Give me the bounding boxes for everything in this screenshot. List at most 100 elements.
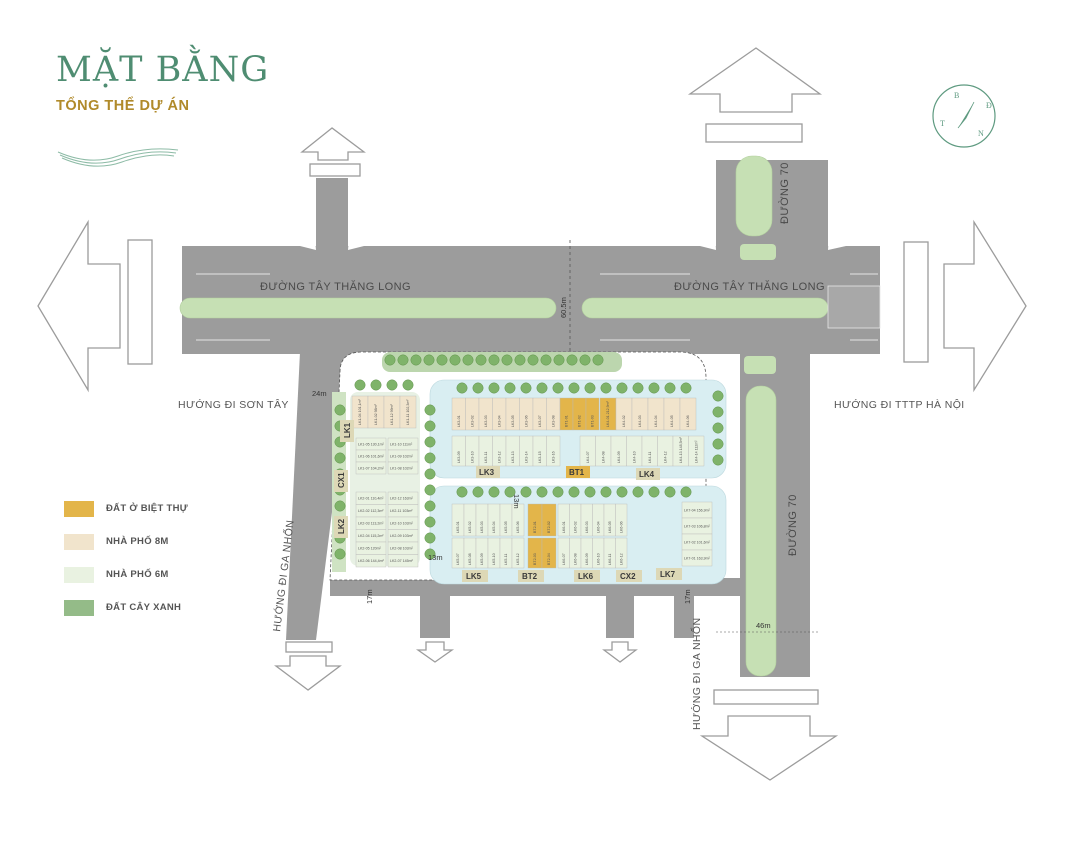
tree [488,486,500,498]
lot-lk4-14-label: LK4-14 112m² [694,440,698,463]
block-label-lk2: LK2 [337,518,346,534]
tree [384,354,396,366]
direction-tttp-ha-noi: HƯỚNG ĐI TTTP HÀ NỘI [834,398,965,411]
lot-lk1-06-label: LK1-06 101,6m² [358,454,385,458]
lot-bt1-01-label: BT1-01 [565,415,569,427]
lot-lk4-13-label: LK4-13 148,5m² [679,436,683,463]
tree [584,382,596,394]
lot-lk1-12: LK1-12 99m² [383,395,401,429]
width-17m-right: 17m [683,589,692,604]
lot-lk4-07-label: LK4-07 [586,451,590,463]
lot-lk6-04: LK6-04 [592,503,605,537]
lot-bt1-02-label: BT1-02 [578,415,582,427]
tree [334,548,346,560]
direction-son-tay: HƯỚNG ĐI SƠN TÂY [178,398,289,411]
lot-lk6-06-label: LK6-06 [619,521,623,533]
lot-lk5-09-label: LK5-09 [480,553,484,565]
lot-lk2-03-label: LK2-03 113,2m² [358,522,384,526]
lot-lk7-02: LK7-02 101,6m² [681,533,713,551]
arrow-bottom-mid1-icon [415,641,455,663]
lot-lk5-07: LK5-07 [451,537,465,569]
lot-lk2-03: LK2-03 113,2m² [355,516,387,530]
arrow-bottom-mid2-icon [602,641,638,663]
lot-lk3-01: LK3-01 [451,397,466,431]
tree [424,548,436,560]
tree [527,354,539,366]
lot-lk3-08: LK3-08 [546,397,561,431]
lot-lk1-11-label: LK1-11 102,3m² [406,399,410,425]
lot-lk5-10: LK5-10 [487,537,501,569]
lot-lk3-14-label: LK3-14 [524,451,528,463]
lot-lk3-09-label: LK3-09 [457,451,461,463]
lot-lk5-04-label: LK5-04 [492,521,496,533]
tree [334,452,346,464]
lot-lk6-05-label: LK6-05 [608,521,612,533]
lot-lk4-06: LK4-06 [679,397,697,431]
lot-lk4-12: LK4-12 [657,435,674,467]
lot-lk6-02: LK6-02 [569,503,582,537]
tree [680,382,692,394]
lot-lk2-07-label: LK2-07 145m² [390,559,414,563]
tree [553,354,565,366]
tree [424,468,436,480]
lot-lk4-14: LK4-14 112m² [688,435,705,467]
compass-letter: N [978,129,984,138]
tree [520,486,532,498]
lot-lk3-07-label: LK3-07 [538,415,542,427]
lot-lk3-02: LK3-02 [465,397,480,431]
lot-lk5-10-label: LK5-10 [492,553,496,565]
lot-lk2-06: LK2-06 144,4m² [355,554,387,568]
tree [579,354,591,366]
compass-letter: T [940,119,945,128]
lot-lk4-09: LK4-09 [610,435,627,467]
tree [536,486,548,498]
road-name-tay-thang-long-left: ĐƯỜNG TÂY THĂNG LONG [260,280,411,293]
tree [334,500,346,512]
lot-lk1-10-label: LK1-10 111m² [390,442,413,446]
block-label-lk6: LK6 [578,572,594,581]
lot-lk7-01-label: LK7-01 163,9m² [684,556,711,560]
tree [449,354,461,366]
lot-lk3-01-label: LK3-01 [457,415,461,427]
lot-lk3-12-label: LK3-12 [497,451,501,463]
legend-swatch-villa [64,500,94,517]
lot-lk1-06: LK1-06 101,6m² [355,449,387,463]
lot-lk2-06-label: LK2-06 144,4m² [358,559,385,563]
direction-ga-nhon-bottom: HƯỚNG ĐI GA NHỔN [690,618,703,730]
tree [424,500,436,512]
tree [712,406,724,418]
lot-bt2-04: BT2-04 [541,537,557,569]
lot-lk7-03-label: LK7-03 106,8m² [684,524,711,528]
tree [712,454,724,466]
lot-lk1-05-label: LK1-05 130,1m² [358,442,385,446]
lot-lk5-06: LK5-06 [511,503,525,537]
legend: ĐẤT Ở BIỆT THỰ NHÀ PHỐ 8M NHÀ PHỐ 6M ĐẤT… [64,492,188,624]
lot-lk1-02-label: LK1-02 98m² [374,403,378,425]
lot-lk2-07: LK2-07 145m² [387,554,419,568]
lot-lk6-01-label: LK6-01 [562,521,566,533]
legend-item-villa: ĐẤT Ở BIỆT THỰ [64,492,188,525]
block-label-lk4: LK4 [639,470,655,479]
lot-lk2-02: LK2-02 112,3m² [355,504,387,518]
lot-bt2-04-label: BT2-04 [547,553,551,565]
block-label-lk3: LK3 [479,468,495,477]
tree [424,436,436,448]
lot-lk6-07: LK6-07 [557,537,570,569]
lot-lk2-05-label: LK2-05 120m² [358,547,382,551]
lot-lk2-10-label: LK2-10 103m² [390,522,414,526]
lot-lk7-04: LK7-04 156,9m² [681,501,713,519]
lot-lk3-07: LK3-07 [532,397,547,431]
lot-lk5-09: LK5-09 [475,537,489,569]
lot-bt2-03-label: BT2-03 [533,553,537,565]
block-label-bt1: BT1 [569,468,585,477]
lot-lk4-08: LK4-08 [595,435,612,467]
tree [424,452,436,464]
lot-lk4-08-label: LK4-08 [601,451,605,463]
lot-lk1-10: LK1-10 111m² [387,437,419,451]
lot-lk3-13-label: LK3-13 [511,451,515,463]
lot-lk3-04: LK3-04 [492,397,507,431]
tree [424,484,436,496]
lot-lk4-03: LK4-03 [631,397,649,431]
lot-lk2-10: LK2-10 103m² [387,516,419,530]
